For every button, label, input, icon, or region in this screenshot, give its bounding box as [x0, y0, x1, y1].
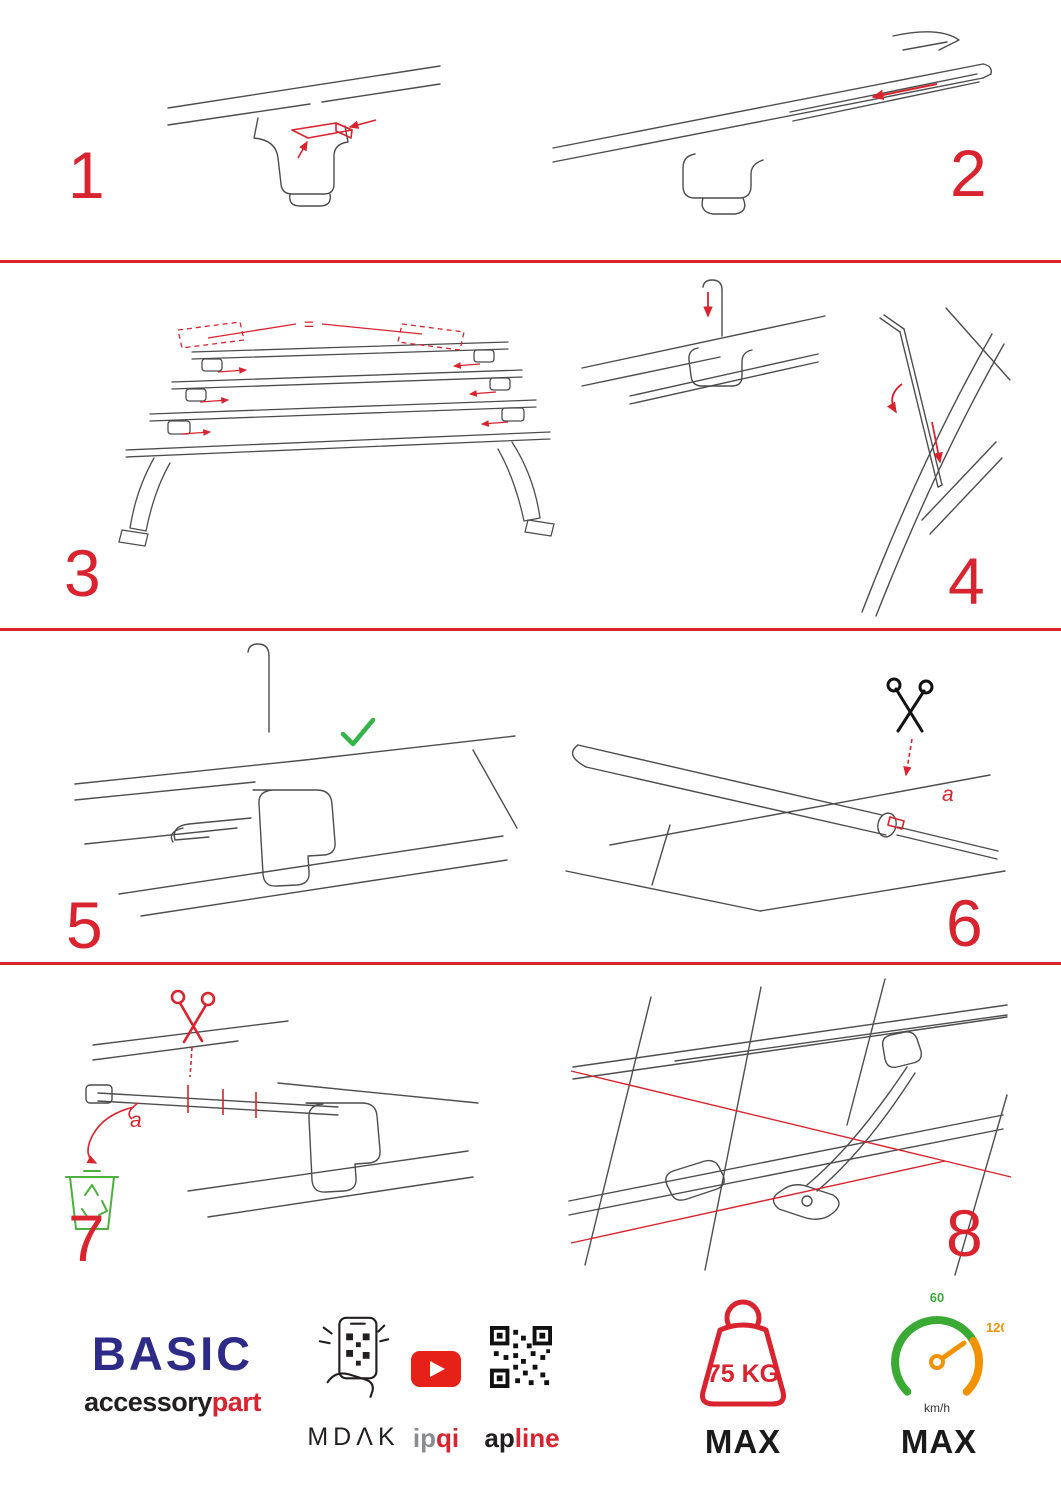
- equal-spacing-label: =: [304, 315, 314, 334]
- cut-mark: [887, 738, 913, 830]
- section-divider: [0, 260, 1061, 263]
- ipqi-dark: ip: [412, 1423, 436, 1453]
- brand-subtitle: accessorypart: [70, 1387, 275, 1418]
- section-divider: [0, 628, 1061, 631]
- tighten-arrows: [703, 292, 943, 464]
- apline-dark: ap: [484, 1423, 515, 1453]
- step-number-4: 4: [948, 544, 985, 618]
- max-weight-value: 75 KG: [707, 1360, 779, 1388]
- brand-logo: BASIC accessorypart: [70, 1326, 275, 1418]
- speed-unit: km/h: [924, 1401, 950, 1415]
- step-3-illustration: =: [50, 280, 570, 570]
- scissors-icon-red: [170, 989, 216, 1044]
- qr-code-icon: [490, 1326, 552, 1388]
- apline-red: line: [514, 1423, 560, 1453]
- brand-subtitle-dark: accessory: [84, 1387, 212, 1417]
- strip-label-a: a: [942, 783, 954, 806]
- youtube-icon: [410, 1350, 462, 1388]
- brand-subtitle-red: part: [211, 1387, 262, 1417]
- brand-title: BASIC: [91, 1327, 254, 1380]
- speedometer-icon: 60 120 km/h: [874, 1288, 1008, 1420]
- phone-qr-scan-icon: [314, 1312, 392, 1404]
- step-2-illustration: [535, 20, 1015, 215]
- step-number-7: 7: [68, 1201, 105, 1275]
- step-number-3: 3: [64, 536, 101, 610]
- step-5-illustration: [55, 632, 530, 927]
- cut-marks: [86, 1046, 257, 1164]
- step-number-1: 1: [68, 138, 105, 212]
- max-speed-label: MAX: [900, 1423, 978, 1460]
- recycle-bin-icon: [65, 1170, 119, 1230]
- rubber-pad-highlight: [291, 119, 377, 159]
- step-4-illustration: [570, 272, 1015, 617]
- step-7-illustration: a: [38, 985, 483, 1255]
- ipqi-red: qi: [436, 1423, 460, 1453]
- partner-apline-label: apline: [478, 1424, 566, 1453]
- section-divider: [0, 962, 1061, 965]
- step-number-8: 8: [946, 1196, 983, 1270]
- step-number-2: 2: [950, 136, 987, 210]
- strap-guide-lines: [570, 1070, 1012, 1244]
- scissors-icon: [886, 677, 934, 733]
- speed-tick-60: 60: [930, 1290, 944, 1305]
- equal-spacing-markers: [177, 321, 509, 436]
- speed-tick-120: 120: [986, 1320, 1004, 1335]
- partner-ipqi-label: ipqi: [404, 1424, 468, 1453]
- strip-label-a: a: [130, 1109, 142, 1132]
- step-number-6: 6: [946, 886, 983, 960]
- step-6-illustration: a: [550, 675, 1015, 920]
- partner-mdak-label: MDΛK: [307, 1423, 400, 1451]
- max-weight-label: MAX: [704, 1423, 782, 1460]
- check-icon: [340, 717, 376, 747]
- step-1-illustration: [140, 30, 460, 250]
- step-8-illustration: [555, 975, 1015, 1280]
- slide-direction-arrow: [871, 83, 938, 101]
- step-number-5: 5: [66, 888, 103, 962]
- max-weight-icon: 75 KG: [668, 1294, 818, 1416]
